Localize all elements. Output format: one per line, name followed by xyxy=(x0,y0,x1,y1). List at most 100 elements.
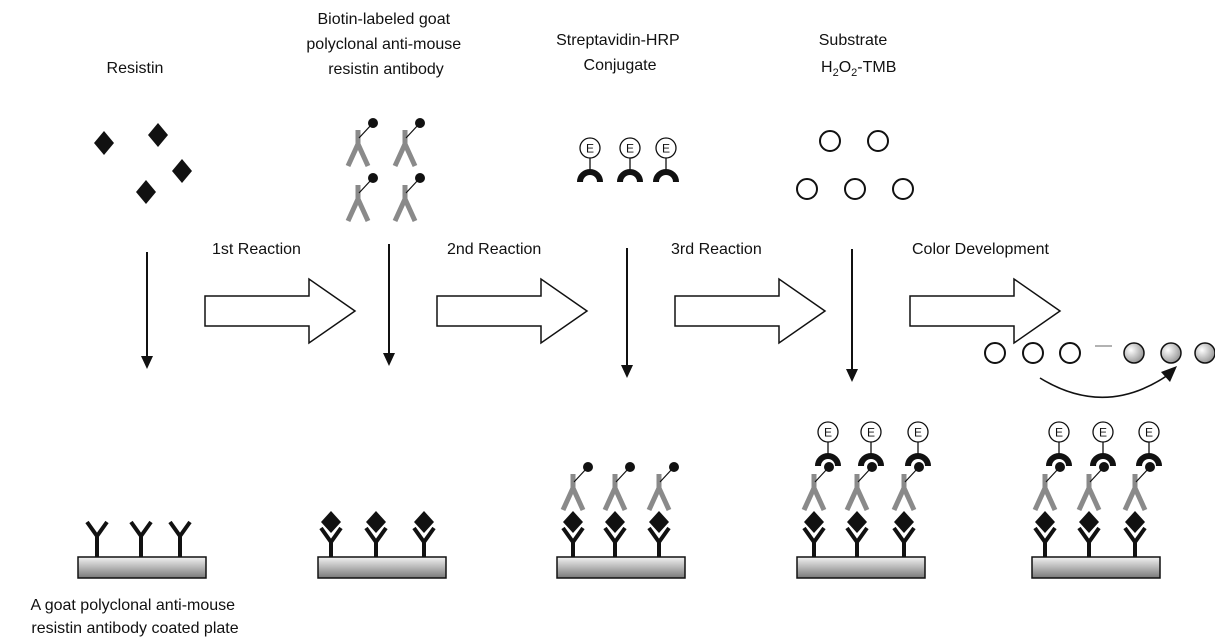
streptavidin-label: Streptavidin-HRP Conjugate xyxy=(556,32,684,74)
capture-antibody xyxy=(892,526,916,557)
streptavidin-hrp: E xyxy=(577,137,603,183)
streptavidin-cup xyxy=(858,453,884,467)
substrate-circle xyxy=(892,178,914,200)
biotin-dot xyxy=(1145,462,1155,472)
resistin-diamond xyxy=(649,511,669,533)
color-development-label: Color Development xyxy=(912,241,1050,258)
biotin-dot xyxy=(867,462,877,472)
resistin-diamond xyxy=(414,511,434,533)
streptavidin-cup xyxy=(1090,453,1116,467)
detection-antibody xyxy=(392,173,425,223)
resistin-diamond xyxy=(136,180,156,204)
detection-antibody xyxy=(392,118,425,168)
detection-antibody xyxy=(646,462,679,512)
plate-stage-capture xyxy=(77,520,207,579)
detection-antibody xyxy=(345,118,378,168)
enzyme-letter: E xyxy=(626,142,634,156)
streptavidin-cup xyxy=(1046,453,1072,467)
substrate-circle xyxy=(984,342,1006,364)
resistin-diamond xyxy=(148,123,168,147)
plate-well xyxy=(317,556,447,579)
substrate-circle xyxy=(1059,342,1081,364)
plate-well xyxy=(77,556,207,579)
detection-antibody xyxy=(602,462,635,512)
biotin-dot xyxy=(824,462,834,472)
resistin-diamond xyxy=(1079,511,1099,533)
third-reaction-label: 3rd Reaction xyxy=(671,241,762,258)
resistin-diamond xyxy=(366,511,386,533)
capture-antibody xyxy=(319,526,343,557)
streptavidin-hrp: E xyxy=(1046,421,1072,467)
resistin-diamond xyxy=(605,511,625,533)
biotin-dot xyxy=(415,118,425,128)
streptavidin-hrp: E xyxy=(1090,421,1116,467)
streptavidin-cup xyxy=(577,169,603,183)
colored-product-circle xyxy=(1123,342,1145,364)
enzyme-letter: E xyxy=(586,142,594,156)
streptavidin-hrp: E xyxy=(653,137,679,183)
capture-antibody xyxy=(603,526,627,557)
capture-antibody xyxy=(802,526,826,557)
colored-product-circle xyxy=(1194,342,1215,364)
capture-antibody xyxy=(845,526,869,557)
plate-well xyxy=(1031,556,1161,579)
biotin-dot xyxy=(415,173,425,183)
streptavidin-hrp: E xyxy=(617,137,643,183)
resistin-diamond xyxy=(563,511,583,533)
detection-antibody xyxy=(801,462,834,512)
substrate-circle xyxy=(1022,342,1044,364)
streptavidin-hrp: E xyxy=(1136,421,1162,467)
down-arrow xyxy=(383,244,395,366)
resistin-diamond xyxy=(1125,511,1145,533)
biotin-dot xyxy=(625,462,635,472)
reaction-block-arrow xyxy=(674,277,827,345)
plate-stage-resistin xyxy=(317,511,447,579)
streptavidin-hrp: E xyxy=(815,421,841,467)
plate-stage-detection xyxy=(556,462,686,579)
streptavidin-cup xyxy=(815,453,841,467)
detection-antibody xyxy=(560,462,593,512)
streptavidin-cup xyxy=(1136,453,1162,467)
detection-antibody xyxy=(345,173,378,223)
substrate-reagent xyxy=(796,130,914,200)
detection-antibody xyxy=(844,462,877,512)
substrate-circle xyxy=(844,178,866,200)
capture-antibody xyxy=(1033,526,1057,557)
resistin-diamond xyxy=(847,511,867,533)
resistin-diamond xyxy=(894,511,914,533)
down-arrow xyxy=(846,249,858,382)
detection-antibody xyxy=(891,462,924,512)
reaction-block-arrow xyxy=(204,277,357,345)
color-curve-arrow xyxy=(1039,366,1177,399)
enzyme-letter: E xyxy=(914,426,922,440)
substrate-circle xyxy=(796,178,818,200)
streptavidin-hrp: E xyxy=(905,421,931,467)
second-reaction-label: 2nd Reaction xyxy=(447,241,541,258)
detection-antibody-reagent xyxy=(345,118,425,223)
resistin-diamond xyxy=(804,511,824,533)
capture-antibody xyxy=(364,526,388,557)
reaction-block-arrow xyxy=(909,277,1062,345)
resistin-diamond xyxy=(172,159,192,183)
resistin-diamond xyxy=(1035,511,1055,533)
capture-antibody xyxy=(1123,526,1147,557)
enzyme-letter: E xyxy=(1055,426,1063,440)
substrate-label: Substrate xyxy=(819,32,888,49)
capture-antibody xyxy=(1077,526,1101,557)
capture-antibody xyxy=(412,526,436,557)
capture-antibody xyxy=(647,526,671,557)
streptavidin-hrp: E xyxy=(858,421,884,467)
enzyme-letter: E xyxy=(867,426,875,440)
biotin-dot xyxy=(368,118,378,128)
resistin-reagent xyxy=(94,123,192,204)
biotin-dot xyxy=(914,462,924,472)
plate-caption: A goat polyclonal anti-mouse resistin an… xyxy=(30,597,239,637)
colored-product-circle xyxy=(1160,342,1182,364)
resistin-diamond xyxy=(94,131,114,155)
biotin-dot xyxy=(1099,462,1109,472)
biotin-dot xyxy=(1055,462,1065,472)
resistin-diamond xyxy=(321,511,341,533)
capture-antibody xyxy=(85,520,109,557)
